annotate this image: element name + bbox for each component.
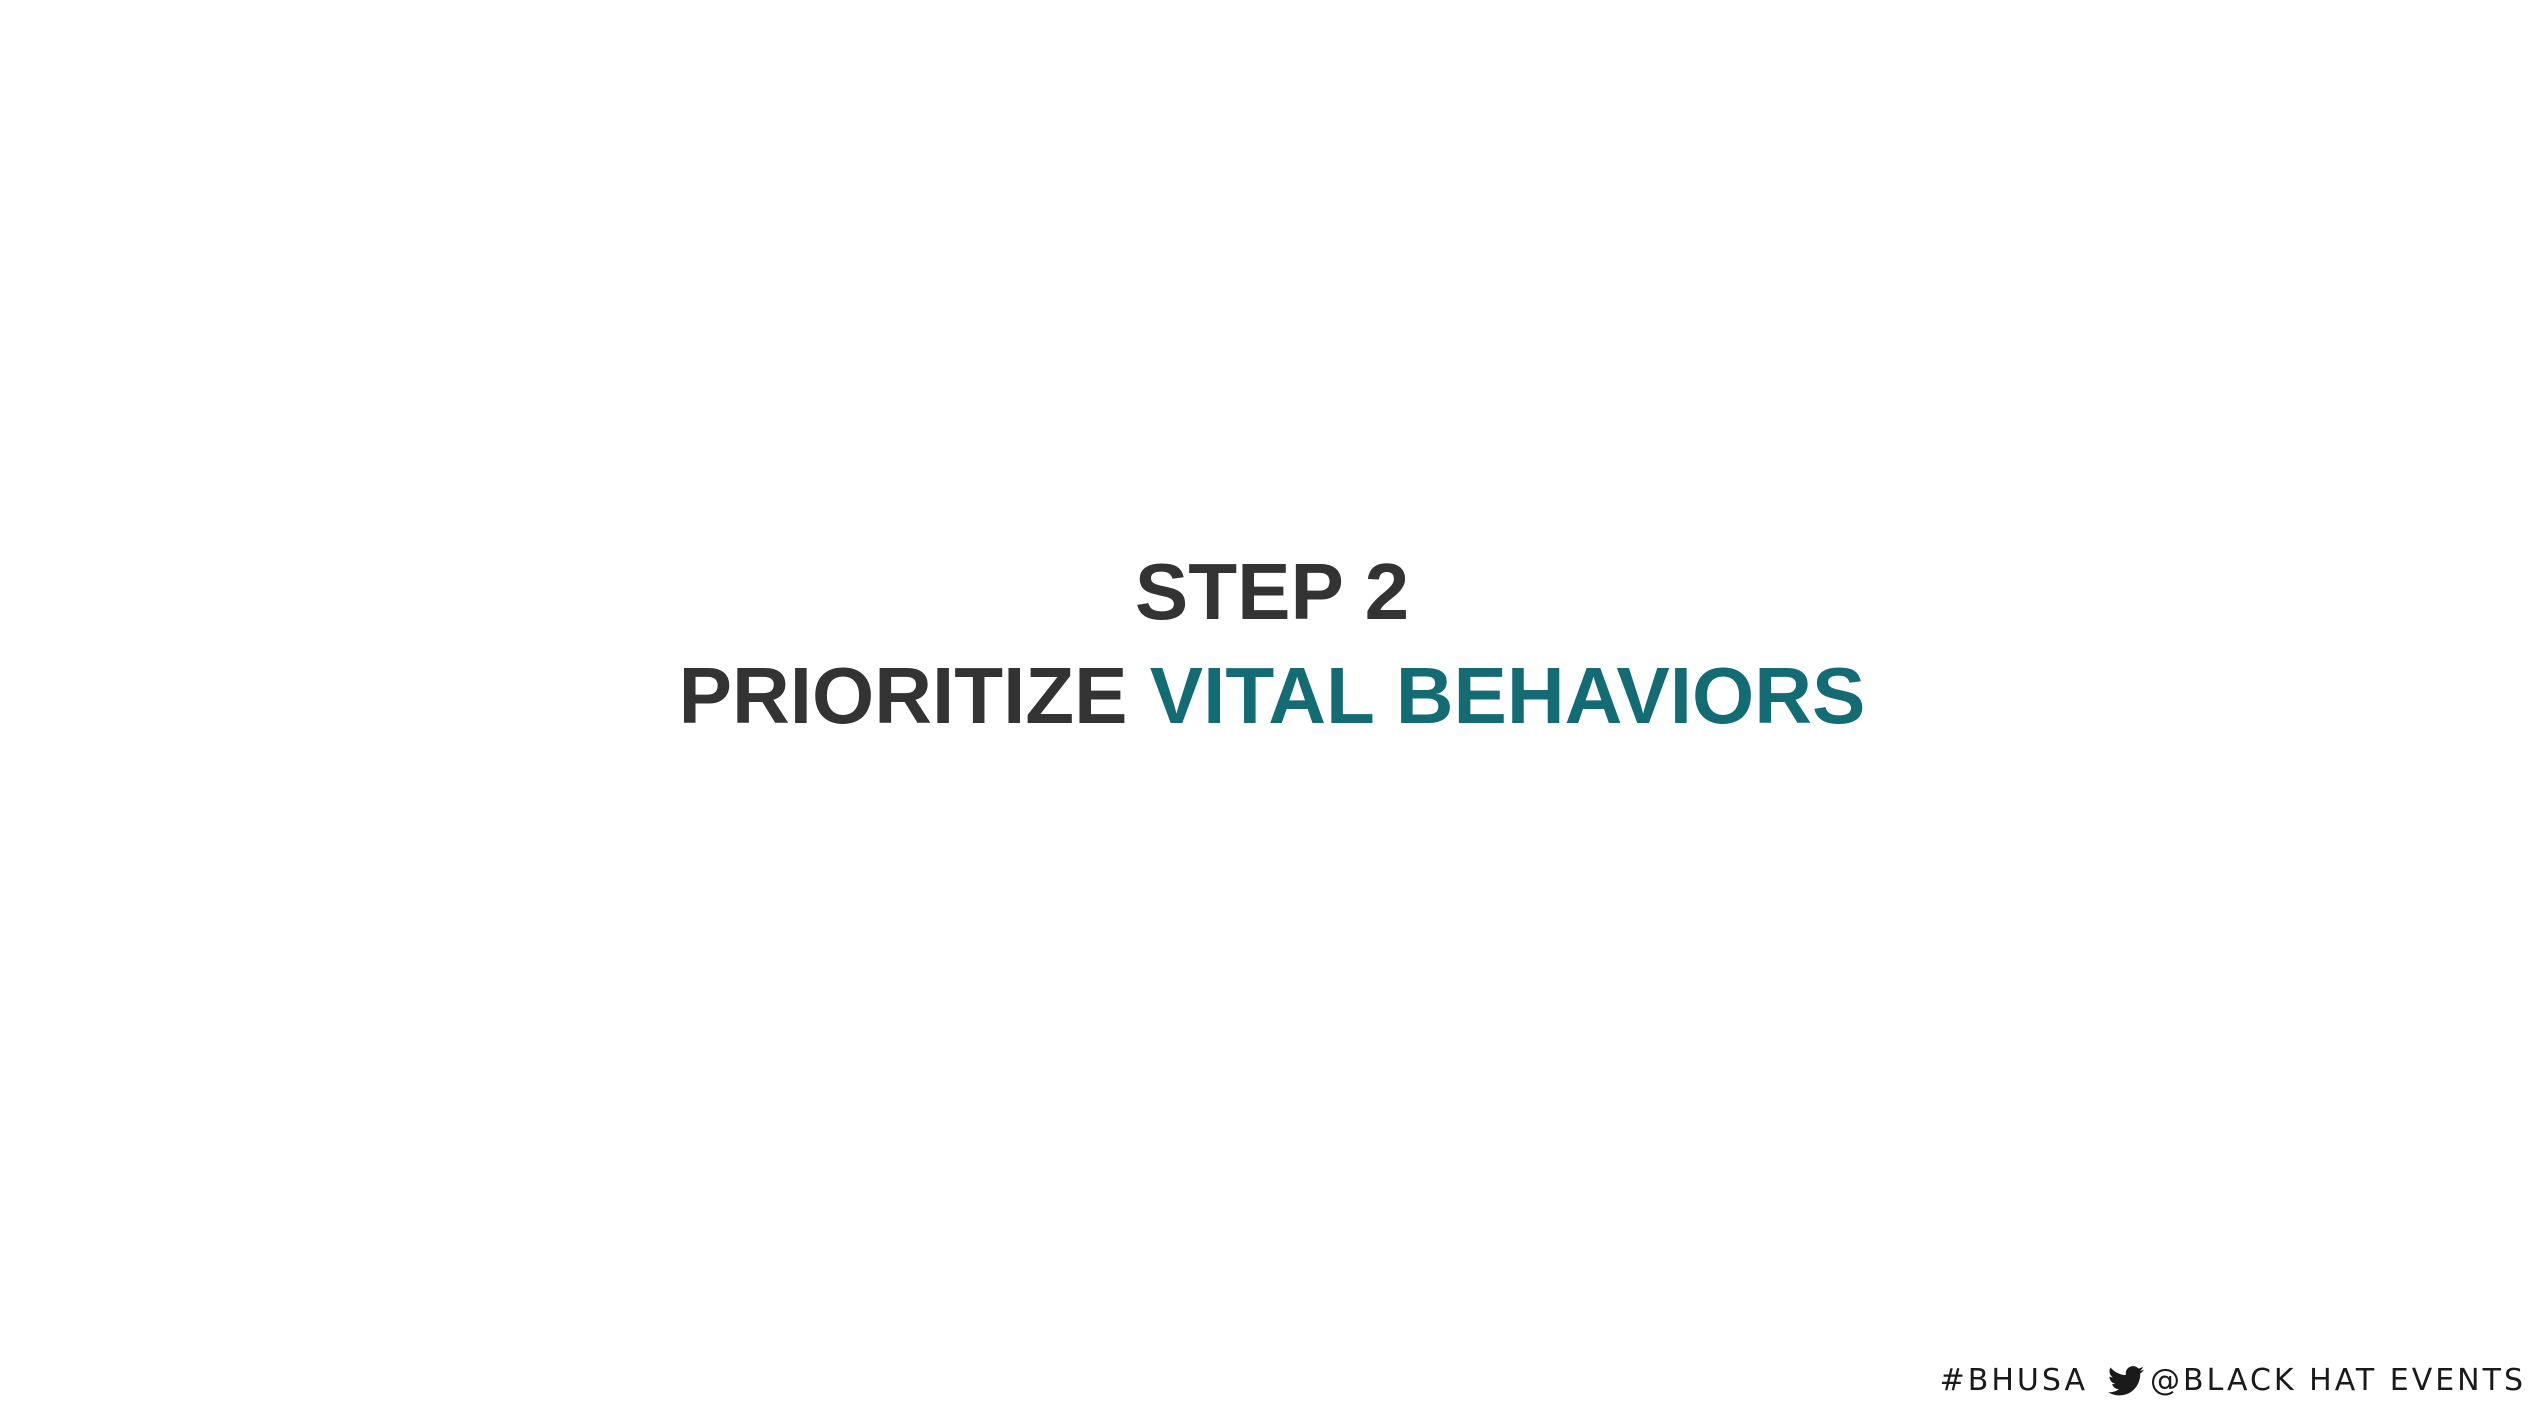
hashtag-text: #BHUSA	[1939, 1363, 2088, 1398]
title-accent-text: VITAL BEHAVIORS	[1149, 651, 1866, 740]
slide-title: STEP 2 PRIORITIZE VITAL BEHAVIORS	[0, 540, 2544, 748]
title-plain-text: PRIORITIZE	[678, 651, 1150, 740]
twitter-handle-group: @BLACK HAT EVENTS	[2108, 1363, 2526, 1398]
footer: #BHUSA @BLACK HAT EVENTS	[1940, 1363, 2526, 1398]
twitter-handle-text: @BLACK HAT EVENTS	[2150, 1363, 2526, 1398]
step-label: STEP 2	[1134, 547, 1410, 636]
title-line: PRIORITIZE VITAL BEHAVIORS	[0, 644, 2544, 748]
twitter-bird-icon	[2108, 1365, 2144, 1396]
